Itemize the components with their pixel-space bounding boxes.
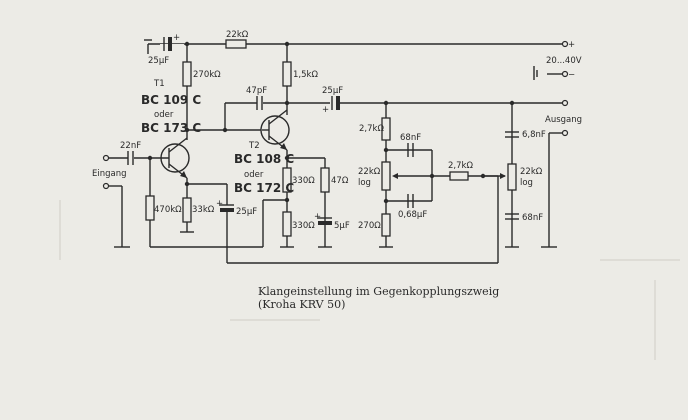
resistor-2k7-a	[381, 117, 391, 141]
label-ausgang: Ausgang	[545, 115, 582, 125]
resistor-270	[381, 213, 391, 237]
output-ground-terminal	[561, 129, 569, 137]
label-c47p: 47pF	[246, 86, 267, 96]
label-t2-type-a: BC 108 C	[234, 152, 294, 166]
label-plus-c5u: +	[314, 212, 321, 222]
label-t2-type-b: BC 172 C	[234, 181, 294, 195]
label-r270: 270Ω	[358, 221, 381, 231]
label-c068u: 0,68µF	[398, 210, 427, 220]
label-r27k-b: 2,7kΩ	[448, 161, 473, 171]
resistor-330-a	[282, 167, 292, 193]
capacitor-25uF-top-left	[160, 37, 184, 51]
label-c68n-b: 6,8nF	[522, 130, 546, 140]
label-c68n-c: 68nF	[522, 213, 543, 223]
label-r27k-a: 2,7kΩ	[359, 124, 384, 134]
label-c25u-low: 25µF	[236, 207, 257, 217]
label-t1-type-b: BC 173 C	[141, 121, 201, 135]
label-supply-minus: −	[568, 70, 575, 80]
caption-line-2: (Kroha KRV 50)	[258, 298, 345, 311]
label-r330-b: 330Ω	[292, 221, 315, 231]
potentiometer-22k-treble	[507, 163, 517, 191]
potentiometer-22k-bass	[381, 161, 391, 191]
resistor-33k	[182, 197, 192, 223]
resistor-2k7-b	[449, 171, 469, 181]
transistor-t2	[260, 109, 290, 151]
label-eingang: Eingang	[92, 169, 127, 179]
output-terminal	[561, 99, 569, 107]
label-c25u-top: 25µF	[322, 86, 343, 96]
resistor-330-b	[282, 211, 292, 237]
label-r47: 47Ω	[331, 176, 349, 186]
resistor-470k	[145, 195, 155, 221]
label-c22n: 22nF	[120, 141, 141, 151]
label-r15k: 1,5kΩ	[293, 70, 318, 80]
resistor-270k	[182, 61, 192, 87]
capacitor-5uF	[318, 217, 332, 225]
capacitor-25uF-output	[331, 96, 340, 110]
resistor-1k5	[282, 61, 292, 87]
label-plus-output: +	[322, 105, 329, 115]
label-t1-or: oder	[154, 110, 174, 120]
label-pot-b: 22kΩ	[520, 167, 543, 177]
supply-rail	[144, 39, 563, 54]
label-r-top: 22kΩ	[226, 30, 249, 40]
label-c-in: 25µF	[148, 56, 169, 66]
capacitor-25uF-emitter	[220, 204, 234, 212]
supply-minus-terminal	[561, 70, 569, 78]
label-t2: T2	[248, 141, 260, 151]
input-ground-terminal	[102, 182, 110, 190]
label-r33k: 33kΩ	[192, 205, 215, 215]
label-plus-top: +	[173, 33, 180, 43]
label-r470k: 470kΩ	[154, 205, 182, 215]
label-c5u: 5µF	[334, 221, 350, 231]
label-supply: 20...40V	[546, 56, 582, 66]
label-t1-type-a: BC 109 C	[141, 93, 201, 107]
resistor-47	[320, 167, 330, 193]
label-c68n-a: 68nF	[400, 133, 421, 143]
resistor-22k-top	[225, 39, 247, 49]
input-terminal	[102, 154, 110, 162]
background-bleed	[59, 200, 680, 360]
label-supply-plus: +	[568, 40, 575, 50]
label-pot-a: 22kΩ	[358, 167, 381, 177]
label-pot-b-log: log	[520, 178, 533, 188]
label-t1: T1	[153, 79, 165, 89]
label-pot-a-log: log	[358, 178, 371, 188]
caption-line-1: Klangeinstellung im Gegenkopplungszweig	[258, 285, 499, 298]
label-r270k: 270kΩ	[193, 70, 221, 80]
label-r330-a: 330Ω	[292, 176, 315, 186]
label-plus-c25u-low: +	[216, 199, 223, 209]
supply-plus-terminal	[561, 40, 569, 48]
label-t2-or: oder	[244, 170, 264, 180]
